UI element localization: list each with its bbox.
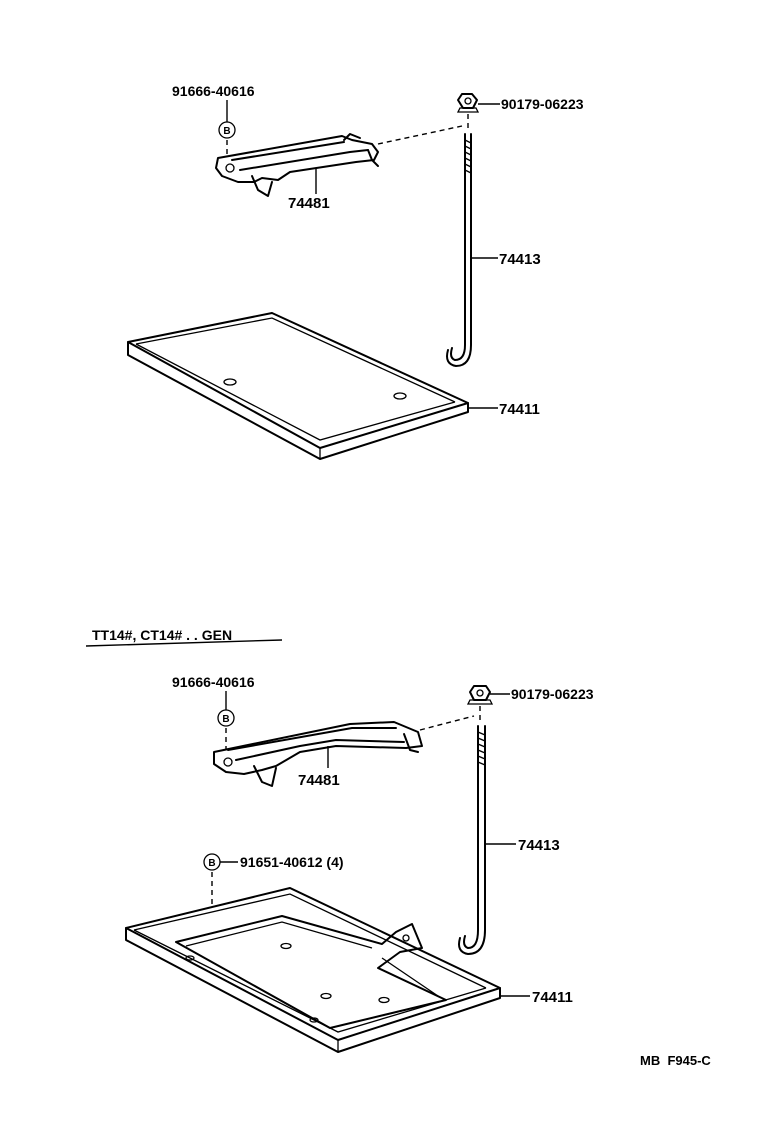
battery-clamp-drawing (215, 133, 379, 197)
svg-text:B: B (223, 126, 230, 137)
nut-part-number: 90179-06223 (501, 96, 584, 112)
bolt-part-number: 91666-40616 (172, 83, 255, 99)
hold-down-rod-drawing (458, 725, 486, 955)
rod-part-number: 74413 (518, 837, 560, 854)
bolt-part-number: 91666-40616 (172, 674, 255, 690)
svg-text:B: B (208, 858, 215, 869)
section-heading: TT14#, CT14# . . GEN (92, 627, 232, 643)
heading-underline (85, 639, 283, 647)
nut-icon (456, 93, 480, 113)
section-2: TT14#, CT14# . . GEN 91666-40616 B 74481 (85, 627, 594, 1053)
nut-part-number: 90179-06223 (511, 686, 594, 702)
figure-code: MB F945-C (640, 1053, 711, 1068)
clamp-part-number: 74481 (288, 195, 330, 212)
bolt-symbol-icon: B (203, 853, 221, 871)
battery-tray-drawing (125, 887, 501, 1053)
clamp-part-number: 74481 (298, 772, 340, 789)
section-1: 91666-40616 B 74481 90179-06223 (127, 83, 584, 460)
hold-down-rod-drawing (446, 133, 472, 367)
tray-part-number: 74411 (499, 401, 540, 418)
tray-part-number: 74411 (532, 989, 573, 1006)
svg-text:B: B (222, 714, 229, 725)
bolt-symbol-icon: B (218, 121, 236, 139)
battery-clamp-drawing (213, 721, 423, 787)
rod-part-number: 74413 (499, 251, 541, 268)
nut-icon (466, 685, 494, 705)
tray-bolt-part-number: 91651-40612 (4) (240, 854, 344, 870)
battery-tray-drawing (127, 312, 469, 460)
bolt-symbol-icon: B (217, 709, 235, 727)
